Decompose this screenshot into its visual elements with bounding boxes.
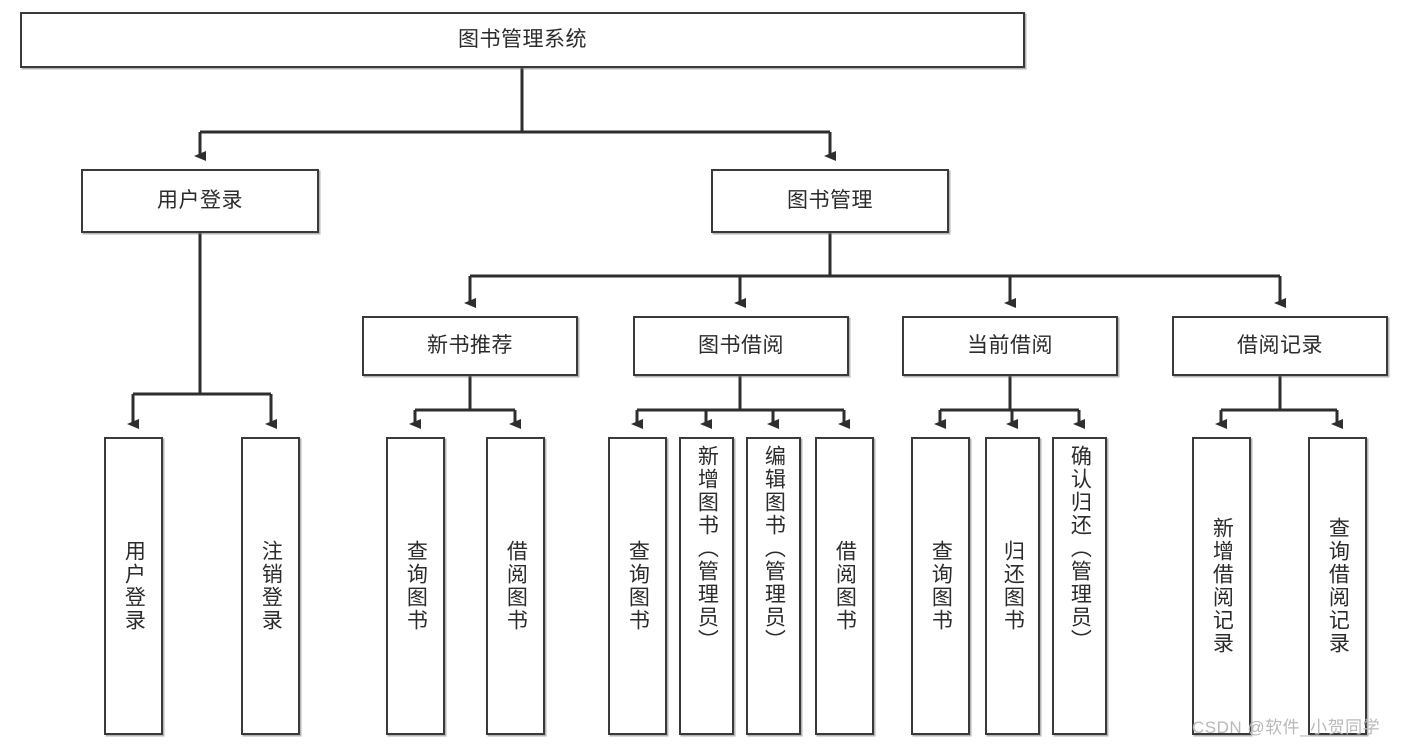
node-label: 新增图书（管理员） (695, 445, 719, 652)
node-label: 图书借阅 (698, 333, 784, 357)
node-book-borrow[interactable]: 图书借阅 (633, 316, 849, 376)
node-label: 归还图书 (1001, 540, 1025, 632)
node-leaf-borrow-book[interactable]: 借阅图书 (815, 437, 874, 735)
node-label: 借阅图书 (833, 540, 857, 632)
node-label: 查询图书 (404, 540, 428, 632)
node-label: 当前借阅 (967, 333, 1053, 357)
node-label: 查询图书 (929, 540, 953, 632)
node-label: 编辑图书（管理员） (762, 445, 786, 652)
node-root-system[interactable]: 图书管理系统 (20, 12, 1025, 68)
node-label: 查询借阅记录 (1326, 517, 1350, 655)
node-leaf-borrow-book-recommend[interactable]: 借阅图书 (486, 437, 545, 735)
node-label: 新书推荐 (427, 333, 513, 357)
node-label: 借阅图书 (504, 540, 528, 632)
node-leaf-query-borrow-record[interactable]: 查询借阅记录 (1308, 437, 1367, 735)
node-user-login[interactable]: 用户登录 (81, 169, 319, 233)
node-label: 用户登录 (157, 188, 243, 212)
node-leaf-return-book[interactable]: 归还图书 (985, 437, 1040, 735)
node-leaf-user-logout[interactable]: 注销登录 (241, 437, 300, 735)
node-leaf-confirm-return-admin[interactable]: 确认归还（管理员） (1052, 437, 1107, 735)
node-leaf-user-login[interactable]: 用户登录 (104, 437, 163, 735)
node-current-borrow[interactable]: 当前借阅 (902, 316, 1118, 376)
node-label: 借阅记录 (1237, 333, 1323, 357)
node-leaf-add-borrow-record[interactable]: 新增借阅记录 (1192, 437, 1251, 735)
node-label: 查询图书 (626, 540, 650, 632)
node-leaf-query-book-borrow[interactable]: 查询图书 (608, 437, 667, 735)
node-label: 图书管理 (787, 188, 873, 212)
node-leaf-query-book-current[interactable]: 查询图书 (911, 437, 970, 735)
node-leaf-query-book-recommend[interactable]: 查询图书 (386, 437, 445, 735)
node-book-manage[interactable]: 图书管理 (711, 169, 949, 233)
node-label: 用户登录 (122, 540, 146, 632)
node-leaf-edit-book-admin[interactable]: 编辑图书（管理员） (746, 437, 801, 735)
node-label: 确认归还（管理员） (1068, 445, 1092, 652)
csdn-watermark: CSDN @软件_小贺同学 (1192, 718, 1381, 737)
node-label: 图书管理系统 (458, 27, 587, 51)
node-new-book-recommend[interactable]: 新书推荐 (362, 316, 578, 376)
node-label: 新增借阅记录 (1210, 517, 1234, 655)
node-leaf-add-book-admin[interactable]: 新增图书（管理员） (679, 437, 734, 735)
node-label: 注销登录 (259, 540, 283, 632)
node-borrow-record[interactable]: 借阅记录 (1172, 316, 1388, 376)
